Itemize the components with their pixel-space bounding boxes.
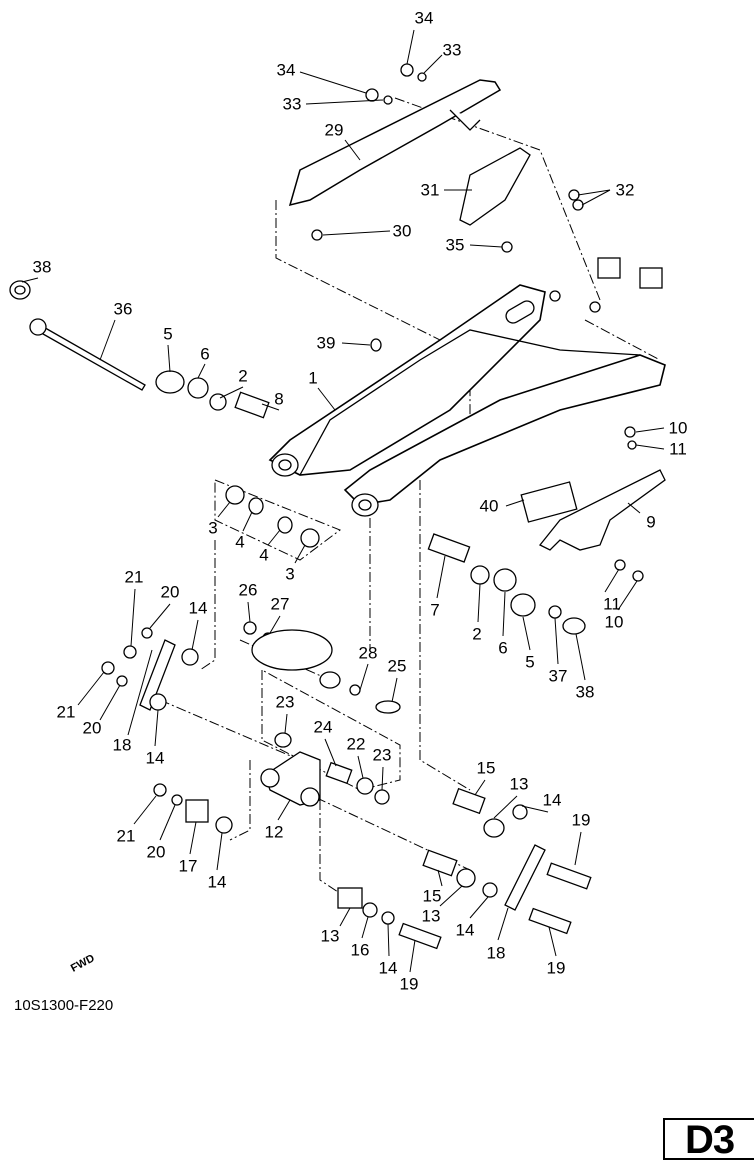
callout-14: 14 (145, 748, 165, 768)
callout-20: 20 (146, 842, 166, 862)
callout-19: 19 (571, 810, 591, 830)
forward-arrow-icon (0, 0, 120, 100)
callout-37: 37 (548, 666, 568, 686)
callout-3: 3 (285, 564, 295, 584)
callout-13: 13 (509, 774, 529, 794)
callout-14: 14 (378, 958, 398, 978)
callout-12: 12 (264, 822, 284, 842)
callout-5: 5 (163, 324, 173, 344)
callout-21: 21 (56, 702, 76, 722)
callout-29: 29 (324, 120, 344, 140)
figure-code: 10S1300-F220 (14, 997, 114, 1014)
callout-20: 20 (82, 718, 102, 738)
callout-33: 33 (282, 94, 302, 114)
callout-17: 17 (178, 856, 198, 876)
callout-4: 4 (235, 532, 245, 552)
callout-26: 26 (238, 580, 258, 600)
callout-31: 31 (420, 180, 440, 200)
callout-14: 14 (542, 790, 562, 810)
callout-1: 1 (308, 368, 318, 388)
callout-2: 2 (472, 624, 482, 644)
callout-34: 34 (414, 8, 434, 28)
callout-30: 30 (392, 221, 412, 241)
callout-14: 14 (207, 872, 227, 892)
callout-23: 23 (372, 745, 392, 765)
callout-24: 24 (313, 717, 333, 737)
callout-18: 18 (486, 943, 506, 963)
callout-2: 2 (238, 366, 248, 386)
callout-20: 20 (160, 582, 180, 602)
callout-11: 11 (603, 594, 621, 614)
callout-19: 19 (546, 958, 566, 978)
callout-16: 16 (350, 940, 370, 960)
callout-18: 18 (112, 735, 132, 755)
callout-5: 5 (525, 652, 535, 672)
callout-32: 32 (615, 180, 635, 200)
callout-6: 6 (200, 344, 210, 364)
callout-15: 15 (422, 886, 442, 906)
page-id-box: D3 (663, 1118, 754, 1162)
callout-15: 15 (476, 758, 496, 778)
callout-4: 4 (259, 545, 269, 565)
callout-28: 28 (358, 643, 378, 663)
callout-10: 10 (604, 612, 624, 632)
callout-10: 10 (668, 418, 688, 438)
callout-33: 33 (442, 40, 462, 60)
callout-34: 34 (276, 60, 296, 80)
callout-23: 23 (275, 692, 295, 712)
page-id: D3 (685, 1118, 735, 1162)
callout-35: 35 (445, 235, 465, 255)
callout-22: 22 (346, 734, 366, 754)
callout-38: 38 (32, 257, 52, 277)
callout-8: 8 (274, 389, 284, 409)
callout-36: 36 (113, 299, 133, 319)
callout-21: 21 (124, 567, 144, 587)
callout-25: 25 (387, 656, 407, 676)
callout-14: 14 (455, 920, 475, 940)
callout-19: 19 (399, 974, 419, 994)
callout-39: 39 (316, 333, 336, 353)
callout-3: 3 (208, 518, 218, 538)
callout-38: 38 (575, 682, 595, 702)
callout-14: 14 (188, 598, 208, 618)
callout-9: 9 (646, 512, 656, 532)
callout-6: 6 (498, 638, 508, 658)
callout-21: 21 (116, 826, 136, 846)
callout-13: 13 (421, 906, 441, 926)
callout-7: 7 (430, 600, 440, 620)
callout-40: 40 (479, 496, 499, 516)
callout-13: 13 (320, 926, 340, 946)
callout-27: 27 (270, 594, 290, 614)
callout-11: 11 (669, 439, 687, 459)
